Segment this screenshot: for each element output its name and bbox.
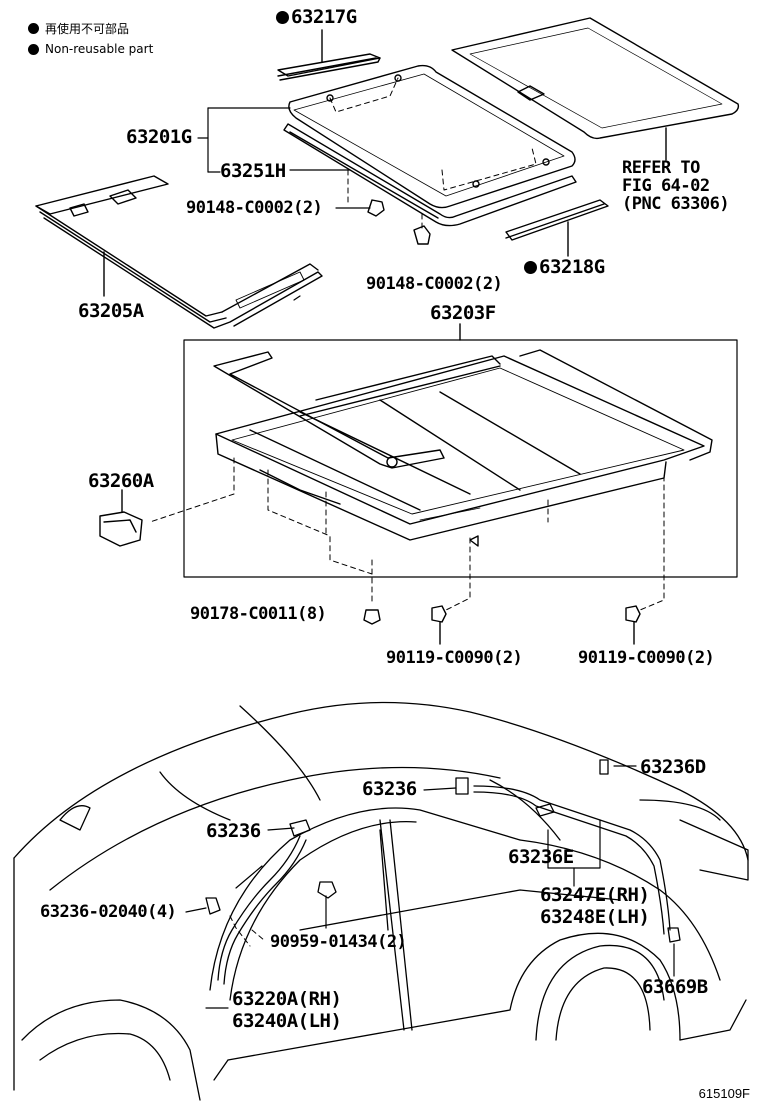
weatherstrip-63217g-drawing bbox=[277, 29, 381, 81]
weatherstrip-63218g-drawing bbox=[505, 199, 609, 257]
part-63260a-label: 63260A bbox=[88, 470, 154, 492]
part-number: 63217G bbox=[291, 6, 357, 28]
sunshade-drawing bbox=[451, 17, 740, 161]
part-90959-label: 90959-01434(2) bbox=[270, 932, 407, 952]
part-63247e-label: 63247E(RH) bbox=[540, 884, 650, 906]
part-63205a-label: 63205A bbox=[78, 300, 144, 322]
part-number: 63218G bbox=[539, 256, 605, 278]
figure-code: 615109F bbox=[698, 1086, 750, 1101]
legend-english-text: Non-reusable part bbox=[45, 42, 154, 56]
car-body-drawing bbox=[13, 701, 749, 1101]
part-90119-label-1: 90119-C0090(2) bbox=[386, 648, 523, 668]
motor-63260a-drawing bbox=[99, 489, 143, 547]
housing-dashed-lines bbox=[149, 457, 665, 611]
part-90178-label: 90178-C0011(8) bbox=[190, 604, 327, 624]
non-reusable-dot-icon bbox=[276, 11, 289, 24]
refer-line-2: FIG 64-02 bbox=[622, 176, 710, 196]
part-63236-label-b: 63236 bbox=[206, 820, 261, 842]
deflector-frame-drawing bbox=[35, 175, 323, 329]
part-63251h-label: 63251H bbox=[220, 160, 286, 182]
legend-japanese-text: 再使用不可部品 bbox=[45, 22, 130, 36]
lower-dashed-lines bbox=[229, 915, 265, 947]
part-90148-label-2: 90148-C0002(2) bbox=[366, 274, 503, 294]
fastener-drawings bbox=[363, 605, 641, 645]
lower-leader-lines bbox=[185, 765, 675, 1009]
part-63218g-label: 63218G bbox=[524, 258, 605, 277]
part-63240a-label: 63240A(LH) bbox=[232, 1010, 342, 1032]
sunroof-housing-drawing bbox=[213, 349, 713, 547]
part-63236d-label: 63236D bbox=[640, 756, 706, 778]
non-reusable-dot-icon bbox=[28, 43, 39, 55]
legend-english: Non-reusable part bbox=[28, 42, 153, 56]
part-63248e-label: 63248E(LH) bbox=[540, 906, 650, 928]
part-90148-label-1: 90148-C0002(2) bbox=[186, 198, 323, 218]
part-63236-02040-label: 63236-02040(4) bbox=[40, 902, 177, 922]
part-63201g-label: 63201G bbox=[126, 126, 192, 148]
bolt-90148-drawing bbox=[347, 169, 431, 245]
upper-leader-lines bbox=[197, 107, 371, 301]
part-63203f-label: 63203F bbox=[430, 302, 496, 324]
part-63220a-label: 63220A(RH) bbox=[232, 988, 342, 1010]
legend-japanese: 再使用不可部品 bbox=[28, 20, 129, 37]
non-reusable-dot-icon bbox=[524, 261, 537, 274]
drain-hose-drawing bbox=[205, 759, 681, 985]
glass-panel-drawing bbox=[288, 64, 576, 209]
part-63217g-label: 63217G bbox=[276, 8, 357, 27]
refer-line-3: (PNC 63306) bbox=[622, 194, 730, 214]
part-90119-label-2: 90119-C0090(2) bbox=[578, 648, 715, 668]
refer-line-1: REFER TO bbox=[622, 158, 700, 178]
non-reusable-dot-icon bbox=[28, 23, 39, 34]
seal-63251h-drawing bbox=[283, 123, 577, 227]
part-63236-label-a: 63236 bbox=[362, 778, 417, 800]
part-63669b-label: 63669B bbox=[642, 976, 708, 998]
part-63236e-label: 63236E bbox=[508, 846, 574, 868]
